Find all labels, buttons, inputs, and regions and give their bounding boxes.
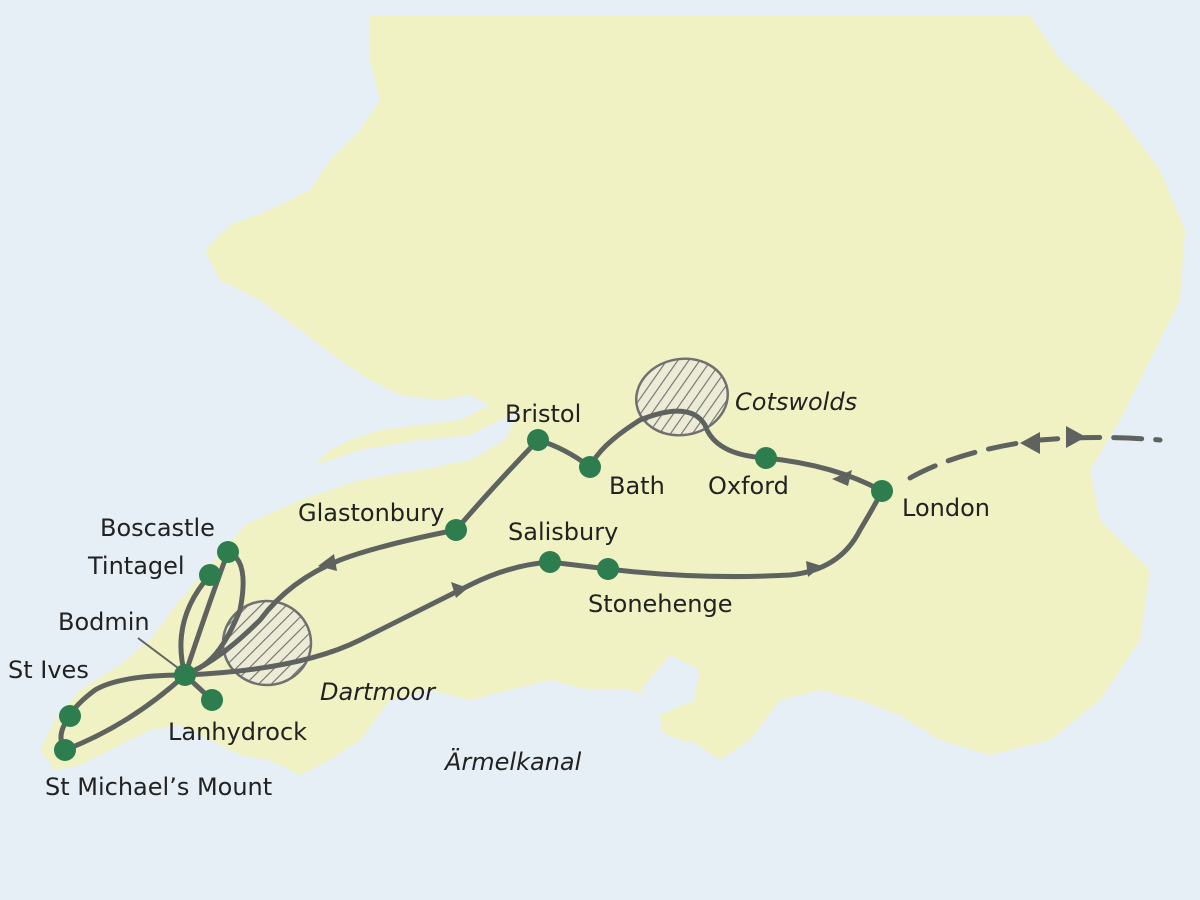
labels: Bristol Bath Oxford London Glastonbury S… xyxy=(8,388,990,801)
double-arrow-left-icon xyxy=(1020,432,1040,454)
arrow-icon xyxy=(832,470,852,486)
label-st-michaels-mount: St Michael’s Mount xyxy=(45,773,272,801)
double-arrow-right-icon xyxy=(1066,426,1086,448)
arrow-icon xyxy=(318,554,337,571)
label-channel: Ärmelkanal xyxy=(443,747,582,776)
stop-tintagel xyxy=(199,564,221,586)
arrow-icon xyxy=(806,561,822,577)
stop-boscastle xyxy=(217,541,239,563)
route-bodmin-boscastle xyxy=(182,549,246,678)
route-glastonbury-bodmin xyxy=(182,527,459,678)
label-bristol: Bristol xyxy=(505,400,581,428)
stop-glastonbury xyxy=(445,519,467,541)
bristol-channel xyxy=(245,410,520,525)
stop-salisbury xyxy=(539,551,561,573)
label-cotswolds: Cotswolds xyxy=(735,388,857,416)
route-london-oxford xyxy=(763,455,885,494)
label-dartmoor: Dartmoor xyxy=(320,678,437,706)
label-oxford: Oxford xyxy=(708,472,789,500)
stop-oxford xyxy=(755,447,777,469)
label-glastonbury: Glastonbury xyxy=(298,499,444,527)
route-oxford-cotswolds-bath xyxy=(587,408,769,470)
route-bristol-glastonbury xyxy=(453,437,541,533)
route-bodmin-tintagel xyxy=(178,572,213,678)
label-london: London xyxy=(902,494,990,522)
label-stonehenge: Stonehenge xyxy=(588,590,733,618)
stop-bath xyxy=(579,456,601,478)
label-tintagel: Tintagel xyxy=(87,552,185,580)
bodmin-leader xyxy=(137,637,183,672)
isle-of-wight xyxy=(660,702,720,742)
label-st-ives: St Ives xyxy=(8,656,89,684)
label-bath: Bath xyxy=(609,472,665,500)
stop-stonehenge xyxy=(597,558,619,580)
stop-lanhydrock xyxy=(201,689,223,711)
label-lanhydrock: Lanhydrock xyxy=(168,718,307,746)
route-stives-stmichael xyxy=(58,672,188,753)
label-boscastle: Boscastle xyxy=(100,514,215,542)
stop-bristol xyxy=(527,429,549,451)
label-salisbury: Salisbury xyxy=(508,518,618,546)
bay xyxy=(640,655,700,720)
direction-arrows xyxy=(318,426,1086,598)
stop-st-ives xyxy=(59,705,81,727)
land-great-britain xyxy=(40,15,1185,775)
stop-st-michaels-mount xyxy=(54,739,76,761)
stops xyxy=(54,429,893,761)
arrow-icon xyxy=(451,582,468,598)
stop-london xyxy=(871,480,893,502)
route-bodmin-salisbury xyxy=(182,559,553,678)
label-bodmin: Bodmin xyxy=(58,608,150,636)
